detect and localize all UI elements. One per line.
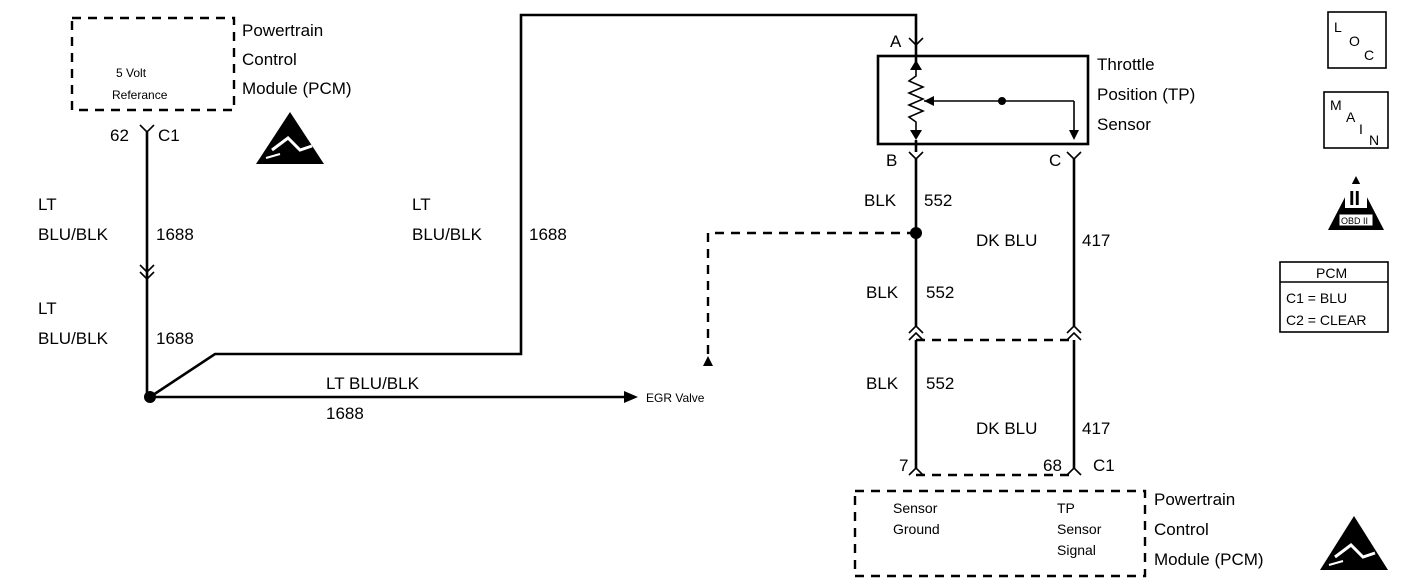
main-letter-i: I [1359,121,1363,137]
loc-icon: L O C [1327,11,1387,69]
pcm-bottom-pin-ground: 7 [899,456,908,475]
terminal-68 [1066,466,1082,476]
pcm-top-inner-line-2: Referance [112,88,168,102]
pcm-bottom-title-line-2: Control [1154,520,1209,539]
wire-dkblu-top-color: DK BLU [976,231,1037,250]
pcm-table-row-1: C1 = BLU [1286,290,1347,306]
pcm-bottom-title-line-3: Module (PCM) [1154,550,1264,569]
wire-egr-circuit: 1688 [326,404,364,423]
wire-left-lower-circuit: 1688 [156,329,194,348]
pcm-bottom-title-line-1: Powertrain [1154,490,1235,509]
sensor-ground-line-1: Sensor [893,500,938,516]
obd-roman: II [1349,188,1360,210]
terminal-62-female [139,124,155,134]
esd-warning-icon [256,112,324,164]
main-letter-a: A [1346,109,1356,125]
esd-warning-icon [1320,516,1388,570]
wire-blk-top-circuit: 552 [924,191,952,210]
pcm-bottom-pin-signal: 68 [1043,456,1062,475]
main-letter-n: N [1369,132,1379,148]
tp-pin-c: C [1049,151,1061,170]
wire-blk-low-circuit: 552 [926,374,954,393]
arrow-to-egr [624,391,638,403]
tp-title-line-2: Position (TP) [1097,85,1195,104]
pcm-top-box [70,16,236,112]
tp-signal-line-2: Sensor [1057,521,1102,537]
wire-blk-mid-color: BLK [866,283,899,302]
pcm-table-header: PCM [1316,265,1347,281]
pcm-bottom-module: 7 68 C1 Sensor Ground TP Sensor Signal P… [853,456,1388,578]
wire-dkblu-low-circuit: 417 [1082,419,1110,438]
pcm-top-pin: 62 [110,126,129,145]
terminal-7 [908,466,924,476]
wire-middle-color-1: LT [412,195,431,214]
wire-dkblu-low-color: DK BLU [976,419,1037,438]
pcm-bottom-box [853,489,1147,578]
pot-arrow-top [910,60,922,70]
pcm-top-title-line-1: Powertrain [242,21,323,40]
wire-left-lower-color-2: BLU/BLK [38,329,109,348]
terminal-c [1066,151,1082,161]
tp-title-line-3: Sensor [1097,115,1151,134]
potentiometer-icon [906,70,926,130]
pcm-top-inner-line-1: 5 Volt [116,66,147,80]
wire-middle-color-2: BLU/BLK [412,225,483,244]
sensor-ground-line-2: Ground [893,521,940,537]
main-letter-m: M [1330,97,1342,113]
splice-blk [910,227,922,239]
loc-letter-l: L [1334,19,1342,35]
pcm-top-connector: C1 [158,126,180,145]
wire-blk-top-color: BLK [864,191,897,210]
wire-to-tp-sensor-a [149,13,918,399]
tp-sensor-box [876,54,1090,146]
tp-sensor: A B C Throttle Position (TP) Sensor [876,32,1195,170]
inline-connector-blk [908,324,924,341]
pcm-bottom-connector: C1 [1093,456,1115,475]
tp-title-line-1: Throttle [1097,55,1155,74]
wire-middle-circuit: 1688 [529,225,567,244]
wire-left-upper-color-2: BLU/BLK [38,225,109,244]
inline-connector-dkblu [1066,324,1082,341]
wiper-node [998,97,1006,105]
wire-left-upper-color-1: LT [38,195,57,214]
pcm-connector-table: PCM C1 = BLU C2 = CLEAR [1279,261,1389,333]
wiper-arrow [924,96,934,106]
pcm-table-row-2: C2 = CLEAR [1286,312,1367,328]
loc-letter-o: O [1349,33,1360,49]
tp-signal-line-1: TP [1057,500,1075,516]
tp-pin-a: A [890,32,902,51]
main-icon: M A I N [1323,91,1389,149]
obd-caption: OBD II [1341,216,1368,226]
obd-ii-icon: II OBD II [1328,176,1384,230]
dashed-egr-ground [706,231,916,358]
egr-valve-label: EGR Valve [646,391,705,405]
pot-arrow-bottom [910,130,922,140]
pcm-top-title-line-3: Module (PCM) [242,79,352,98]
wire-blk-mid-circuit: 552 [926,283,954,302]
tp-signal-line-3: Signal [1057,542,1096,558]
wire-egr-color: LT BLU/BLK [326,374,420,393]
wire-left-lower-color-1: LT [38,299,57,318]
wire-dkblu-top-circuit: 417 [1082,231,1110,250]
inline-connector-left [139,264,155,281]
terminal-b [908,151,924,161]
pcm-top-module: 5 Volt Referance Powertrain Control Modu… [70,16,352,164]
wire-blk-low-color: BLK [866,374,899,393]
loc-letter-c: C [1364,47,1374,63]
dashed-egr-ground-arrow [703,356,713,366]
wire-left-upper-circuit: 1688 [156,225,194,244]
tp-c-arrow [1069,130,1079,140]
pcm-top-title-line-2: Control [242,50,297,69]
tp-pin-b: B [886,151,897,170]
